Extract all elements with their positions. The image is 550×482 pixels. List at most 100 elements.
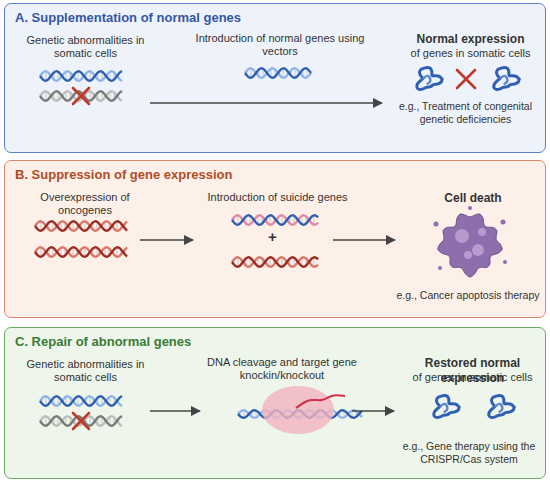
panel-box: A. Supplementation of normal genesGeneti… [4, 3, 546, 153]
base-pair [86, 73, 87, 78]
base-pair [287, 70, 288, 75]
base-pair [307, 68, 308, 77]
base-pair [49, 222, 50, 230]
base-pair [66, 396, 67, 405]
base-pair [303, 69, 304, 77]
dna-strand [40, 91, 122, 101]
base-pair [262, 216, 263, 224]
dna-strand [232, 257, 318, 266]
base-pair [81, 249, 82, 254]
base-pair [278, 259, 279, 264]
dna-strand [35, 221, 127, 230]
step-text: of genes in somatic cells [395, 371, 550, 384]
base-pair [255, 72, 256, 75]
base-pair [288, 410, 289, 418]
cell-fragment [478, 228, 486, 236]
base-pair [90, 71, 91, 81]
base-pair [42, 93, 43, 98]
base-pair [37, 223, 38, 228]
step-text: Normal expression [398, 32, 543, 47]
step-text: Introduction of suicide genes [185, 191, 370, 204]
base-pair [85, 247, 86, 257]
base-pair [242, 219, 243, 222]
cell-body [438, 214, 502, 277]
base-pair [93, 248, 94, 256]
base-pair [54, 397, 55, 405]
base-pair [94, 420, 95, 423]
step-text: DNA cleavage and target gene knockin/kno… [197, 356, 367, 383]
base-pair [244, 410, 245, 418]
base-pair [280, 412, 281, 416]
base-pair [82, 398, 83, 403]
base-pair [42, 398, 43, 403]
cell-fragment [472, 244, 484, 256]
base-pair [248, 413, 249, 415]
cross-mark [73, 413, 89, 429]
base-pair [290, 216, 291, 224]
base-pair [284, 412, 285, 416]
base-pair [264, 410, 265, 417]
cell-fragment [464, 251, 472, 259]
base-pair [282, 215, 283, 225]
base-pair [82, 418, 83, 423]
base-pair [247, 70, 248, 75]
base-pair [78, 91, 79, 101]
base-pair [61, 247, 62, 256]
base-pair [278, 217, 279, 222]
base-pair [114, 92, 115, 100]
base-pair [74, 420, 75, 423]
base-pair [110, 416, 111, 425]
base-pair [279, 72, 280, 75]
base-pair [81, 223, 82, 228]
cross-mark [457, 70, 475, 88]
dna-strand [245, 68, 311, 77]
step-text: Cell death [423, 191, 523, 206]
base-pair [314, 257, 315, 267]
process-arrow [150, 102, 382, 104]
base-pair [294, 215, 295, 224]
dying-cell [434, 206, 508, 277]
base-pair [310, 219, 311, 222]
base-pair [58, 71, 59, 80]
base-pair [291, 70, 292, 75]
panel-title: A. Supplementation of normal genes [15, 10, 415, 26]
base-pair [50, 75, 51, 78]
base-pair [118, 400, 119, 403]
cross-stroke [73, 413, 89, 429]
process-arrow [352, 410, 394, 412]
base-pair [121, 249, 122, 254]
base-pair [53, 247, 54, 256]
base-pair [54, 72, 55, 80]
dna-strand [245, 68, 311, 77]
base-pair [266, 219, 267, 222]
base-pair [262, 258, 263, 266]
base-pair [73, 221, 74, 231]
dna-strand [40, 396, 122, 406]
dna-strand [40, 91, 122, 101]
base-pair [86, 398, 87, 403]
dna-strand [40, 416, 122, 426]
base-pair [90, 416, 91, 426]
base-pair [94, 400, 95, 403]
step-text: Genetic abnormalities in somatic cells [23, 358, 148, 385]
base-pair [109, 222, 110, 230]
base-pair [54, 417, 55, 425]
base-pair [46, 71, 47, 81]
dna-strand [40, 396, 122, 406]
base-pair [90, 396, 91, 406]
dna-strand [40, 71, 122, 81]
base-pair [246, 216, 247, 224]
base-pair [356, 411, 357, 417]
step-text: Overexpression of oncogenes [20, 191, 150, 218]
base-pair [49, 248, 50, 256]
base-pair [352, 410, 353, 417]
base-pair [340, 411, 341, 417]
dna-helix [35, 221, 127, 231]
dna-helix [232, 257, 318, 267]
base-pair [65, 248, 66, 256]
dna-strand [35, 247, 127, 256]
panel-box: C. Repair of abnormal genesGenetic abnor… [4, 327, 546, 479]
base-pair [85, 221, 86, 231]
base-pair [258, 257, 259, 266]
